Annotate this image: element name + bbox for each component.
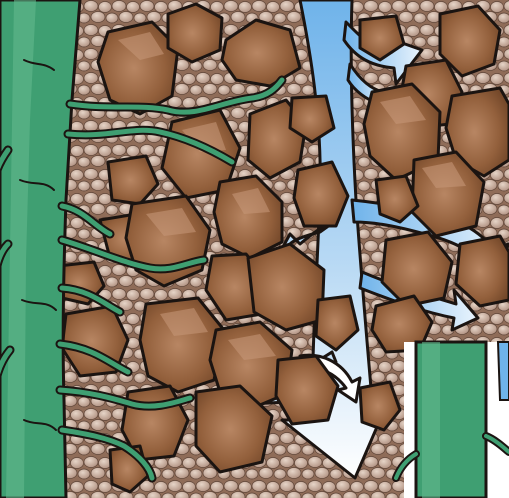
- soil-particle: [168, 4, 222, 62]
- inset-panel: [396, 342, 509, 498]
